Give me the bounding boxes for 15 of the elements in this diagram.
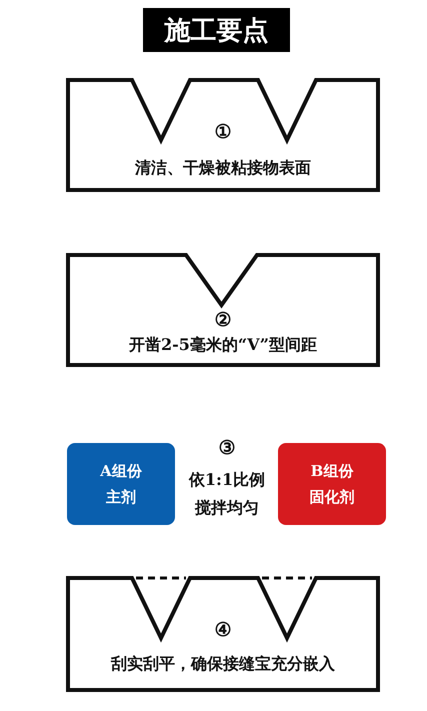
card-text: 主剂 xyxy=(106,487,136,508)
title-banner: 施工要点 xyxy=(143,8,290,52)
step-number: ① xyxy=(214,120,232,143)
card-text: A组份 xyxy=(100,461,142,482)
component-card xyxy=(67,443,175,525)
card-text: B组份 xyxy=(310,461,354,482)
step-number: ② xyxy=(214,308,232,331)
step-number: ④ xyxy=(214,618,232,641)
component-card xyxy=(278,443,386,525)
step-text: 开凿2-5毫米的“V”型间距 xyxy=(128,335,318,356)
card-text: 固化剂 xyxy=(310,487,354,508)
step-text: 刮实刮平，确保接缝宝充分嵌入 xyxy=(110,654,336,675)
step-text: 清洁、干燥被粘接物表面 xyxy=(134,158,312,179)
step-text: 依1:1比例搅拌均匀 xyxy=(188,469,266,519)
step-number: ③ xyxy=(218,436,236,459)
